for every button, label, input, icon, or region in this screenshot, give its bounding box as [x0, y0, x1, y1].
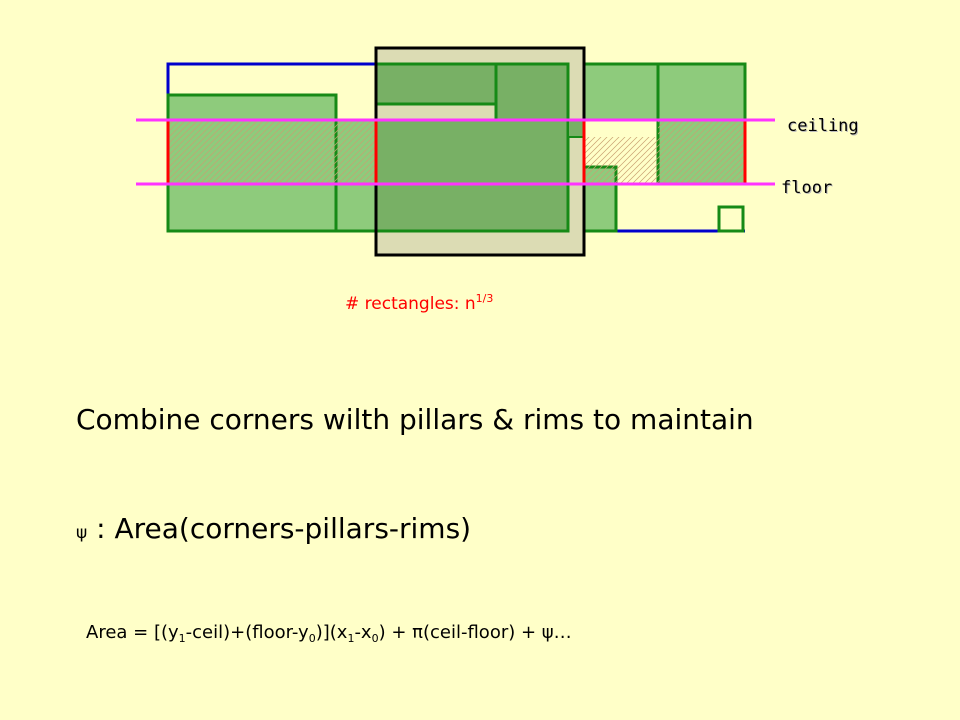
formula-part-1: Area = [(y — [86, 622, 179, 643]
formula-part-2: -ceil)+(floor-y — [185, 622, 309, 643]
formula-sub-3: 1 — [347, 632, 355, 645]
formula-sub-1: 1 — [178, 632, 186, 645]
rectangles-diagram — [136, 46, 775, 257]
hatch-strip-right — [585, 137, 658, 184]
formula-part-3: )](x — [315, 622, 348, 643]
formula-sub-4: 0 — [371, 632, 379, 645]
count-exponent: 1/3 — [475, 292, 494, 305]
heading-text: Combine corners wilth pillars & rims to … — [76, 403, 754, 436]
rect-inner-main — [374, 118, 570, 233]
hatch-strip-left — [168, 120, 376, 184]
formula-sub-2: 0 — [308, 632, 316, 645]
floor-label: floor — [781, 178, 833, 198]
hatch-strip-right-b — [658, 120, 745, 184]
count-text: # rectangles: n — [345, 294, 476, 314]
rect-right-small-square — [717, 205, 745, 233]
rect-inner-edge — [567, 119, 585, 138]
psi-symbol: ψ — [76, 523, 88, 543]
psi-line: ψ : Area(corners-pillars-rims) — [76, 512, 471, 545]
psi-text: : Area(corners-pillars-rims) — [87, 512, 472, 545]
rectangle-count: # rectangles: n1/3 — [345, 292, 493, 314]
formula-part-5: ) + π(ceil-floor) + ψ… — [378, 622, 572, 643]
area-formula: Area = [(y1-ceil)+(floor-y0)](x1-x0) + π… — [86, 622, 572, 645]
rect-inner-top — [374, 62, 498, 106]
rect-inner-top-right — [494, 62, 570, 122]
formula-part-4: -x — [354, 622, 372, 643]
ceiling-label: ceiling — [787, 116, 859, 136]
